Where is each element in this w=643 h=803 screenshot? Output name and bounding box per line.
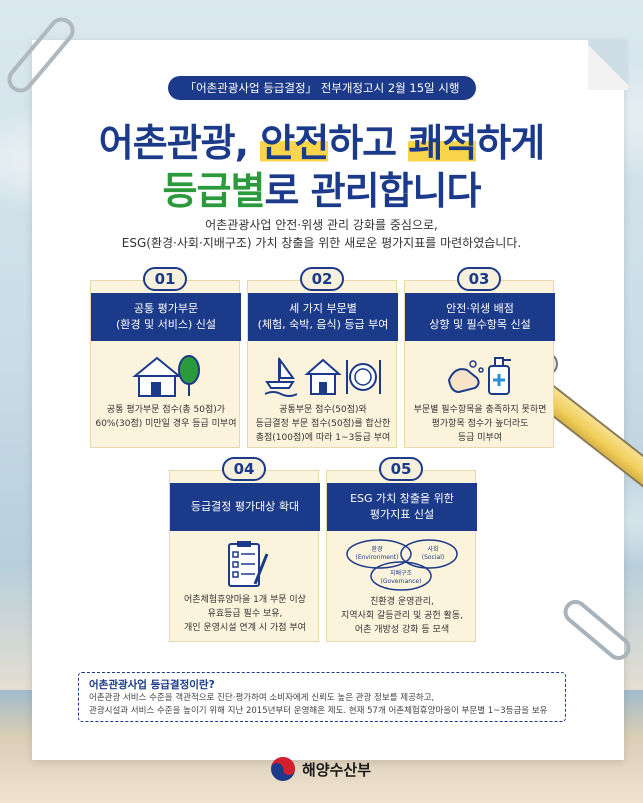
card-header-line: 평가지표 신설	[369, 508, 435, 521]
card-number-badge: 05	[379, 457, 423, 481]
card-description-line: 등급결정 부문 점수(50점)를 합산한	[255, 419, 391, 429]
venn-env-sub: (Environment)	[356, 554, 399, 561]
card-number-badge: 03	[457, 267, 501, 291]
card-description: 공통 평가부문 점수(총 50점)가 60%(30점) 미만일 경우 등급 미부…	[95, 403, 237, 431]
card-description-line: 공통부문 점수(50점)와	[279, 405, 367, 415]
card-number-badge: 01	[143, 267, 187, 291]
ministry-footer: 해양수산부	[270, 755, 371, 783]
headline-text: 로 관리합니다	[264, 169, 481, 213]
card-description-line: 평가항목 점수가 높더라도	[431, 419, 529, 429]
card-description-line: 유효등급 필수 보유,	[207, 609, 283, 619]
card-description: 공통부문 점수(50점)와 등급결정 부문 점수(50점)를 합산한 총점(10…	[252, 403, 394, 445]
subtitle-line: 어촌관광사업 안전·위생 관리 강화를 중심으로,	[205, 218, 438, 232]
note-title: 어촌관광사업 등급결정이란?	[89, 679, 215, 691]
headline-highlight-grade: 등급별	[162, 169, 266, 213]
venn-gov-label: 지배구조	[390, 569, 413, 577]
card-description-line: 어촌 개방성 강화 등 모색	[354, 625, 450, 635]
card-05: ESG 가치 창출을 위한 평가지표 신설 환경 (Environment) 사…	[326, 470, 477, 642]
checklist-icon	[170, 539, 320, 591]
card-description-line: 등급 미부여	[457, 433, 503, 443]
boat-house-dish-icon	[248, 349, 398, 401]
card-header-line: ESG 가치 창출을 위한	[350, 492, 454, 505]
headline-text: 어촌관광,	[98, 121, 261, 165]
card-01: 공통 평가부문 (환경 및 서비스) 신설 공통 평가부문 점수(총 50점)가…	[90, 280, 241, 448]
card-description-line: 개인 운영시설 연계 시 가점 부여	[184, 623, 306, 633]
venn-soc-label: 사회	[427, 545, 438, 553]
card-header: 안전·위생 배점 상향 및 필수항목 신설	[405, 293, 555, 341]
subtitle: 어촌관광사업 안전·위생 관리 강화를 중심으로, ESG(환경·사회·지배구조…	[40, 216, 603, 252]
notice-banner: 「어촌관광사업 등급결정」 전부개정고시 2월 15일 시행	[168, 76, 476, 100]
headline-line2: 등급별로 관리합니다	[40, 160, 603, 215]
card-description-line: 지역사회 갈등관리 및 공헌 활동,	[341, 611, 463, 621]
card-02: 세 가지 부문별 (체험, 숙박, 음식) 등급 부여 공통부문 점수(50점)…	[247, 280, 398, 448]
card-header-line: 상향 및 필수항목 신설	[429, 318, 531, 331]
paper-fold-corner	[588, 40, 628, 90]
note-line: 어촌관광 서비스 수준을 객관적으로 진단·평가하여 소비자에게 신뢰도 높은 …	[89, 693, 435, 703]
card-header-line: 등급결정 평가대상 확대	[190, 500, 300, 513]
subtitle-line: ESG(환경·사회·지배구조) 가치 창출을 위한 새로운 평가지표를 마련하였…	[121, 236, 522, 250]
card-description: 어촌체험휴양마을 1개 부문 이상 유효등급 필수 보유, 개인 운영시설 연계…	[174, 593, 316, 635]
card-header-line: (체험, 숙박, 음식) 등급 부여	[257, 318, 389, 331]
taegeuk-logo-icon	[271, 757, 295, 781]
headline-line1: 어촌관광, 안전하고 쾌적하게	[40, 112, 603, 167]
card-description-line: 공통 평가부문 점수(총 50점)가	[106, 405, 226, 415]
card-header-line: 안전·위생 배점	[446, 302, 514, 315]
definition-note: 어촌관광사업 등급결정이란? 어촌관광 서비스 수준을 객관적으로 진단·평가하…	[78, 672, 566, 722]
headline-highlight-safe: 안전	[260, 121, 329, 165]
headline-highlight-clean: 쾌적	[408, 121, 477, 165]
card-header: 세 가지 부문별 (체험, 숙박, 음식) 등급 부여	[248, 293, 398, 341]
card-description-line: 친환경 운영관리,	[370, 597, 434, 607]
venn-soc-sub: (Social)	[422, 554, 444, 561]
card-header-line: 세 가지 부문별	[289, 302, 357, 315]
venn-gov-sub: (Governance)	[381, 578, 422, 585]
note-line: 관광시설과 서비스 수준을 높이기 위해 지난 2015년부터 운영해온 제도.…	[89, 706, 548, 716]
card-header-line: (환경 및 서비스) 신설	[115, 318, 217, 331]
headline-text: 하고	[328, 121, 409, 165]
house-tree-icon	[91, 349, 241, 401]
card-03: 안전·위생 배점 상향 및 필수항목 신설 부문별 필수항목을 충족하지 못하면…	[404, 280, 555, 448]
ministry-name: 해양수산부	[302, 760, 372, 779]
card-description-line: 총점(100점)에 따라 1~3등급 부여	[255, 433, 391, 443]
venn-env-label: 환경	[371, 545, 382, 553]
card-description-line: 부문별 필수항목을 충족하지 못하면	[413, 405, 547, 415]
card-header: 등급결정 평가대상 확대	[170, 483, 320, 531]
card-description: 부문별 필수항목을 충족하지 못하면 평가항목 점수가 높더라도 등급 미부여	[409, 403, 551, 445]
card-number-badge: 02	[300, 267, 344, 291]
card-header-line: 공통 평가부문	[133, 302, 199, 315]
card-description-line: 어촌체험휴양마을 1개 부문 이상	[184, 595, 306, 605]
headline-text: 하게	[476, 121, 545, 165]
hand-wash-icon	[405, 349, 555, 401]
card-header: ESG 가치 창출을 위한 평가지표 신설	[327, 483, 477, 531]
card-number-badge: 04	[222, 457, 266, 481]
card-04: 등급결정 평가대상 확대 어촌체험휴양마을 1개 부문 이상 유효등급 필수 보…	[169, 470, 320, 642]
venn-icon: 환경 (Environment) 사회 (Social) 지배구조 (Gover…	[327, 535, 477, 595]
card-description-line: 60%(30점) 미만일 경우 등급 미부여	[95, 419, 237, 429]
card-header: 공통 평가부문 (환경 및 서비스) 신설	[91, 293, 241, 341]
card-description: 친환경 운영관리, 지역사회 갈등관리 및 공헌 활동, 어촌 개방성 강화 등…	[331, 595, 473, 637]
